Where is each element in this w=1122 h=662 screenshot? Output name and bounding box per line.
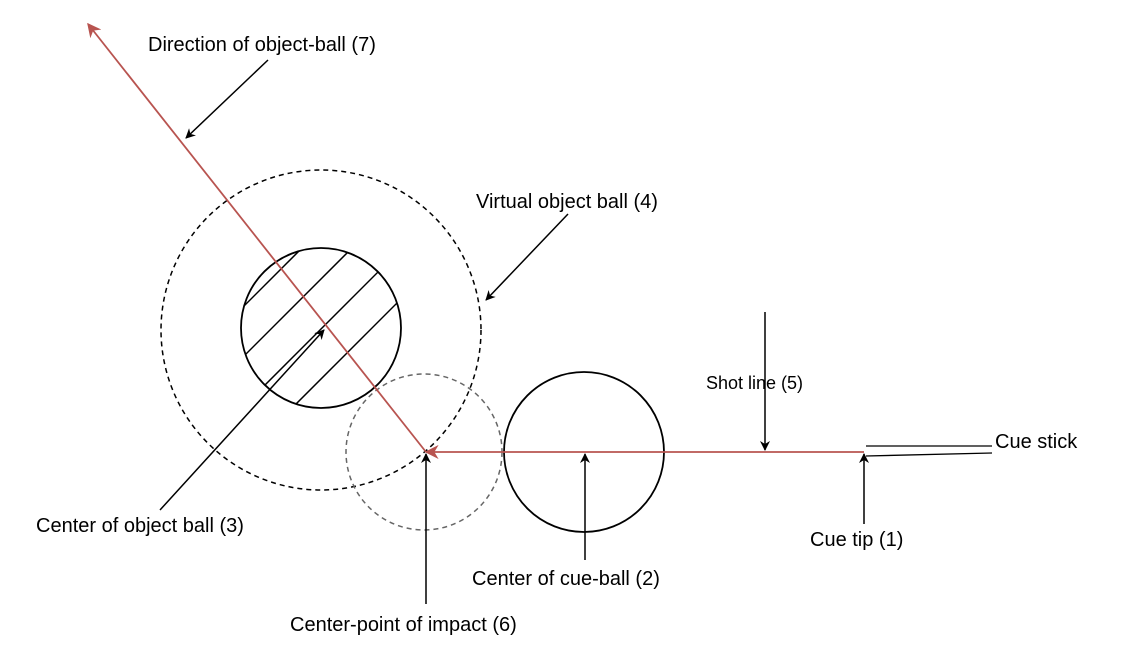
center-object-ball-label: Center of object ball (3) (36, 515, 244, 537)
object-ball-direction-path (87, 22, 427, 453)
cue-tip-label: Cue tip (1) (810, 529, 903, 551)
object-ball (240, 247, 402, 409)
cue-stick-label: Cue stick (995, 431, 1078, 453)
direction-callout-arrow (185, 59, 269, 139)
cue-stick (865, 445, 993, 457)
virtual-object-ball-label: Virtual object ball (4) (476, 191, 658, 213)
shot-line-label: Shot line (5) (706, 373, 803, 393)
object-center-callout-arrow (159, 329, 325, 511)
center-point-impact-label: Center-point of impact (6) (290, 614, 517, 636)
virtual-ball-callout-arrow (485, 213, 569, 301)
object-ball-circle (240, 247, 402, 409)
virtual-object-ball-circle (160, 169, 482, 491)
object-ball-hatching (241, 248, 401, 408)
center-cue-ball-label: Center of cue-ball (2) (472, 568, 660, 590)
direction-object-ball-label: Direction of object-ball (7) (148, 34, 376, 56)
